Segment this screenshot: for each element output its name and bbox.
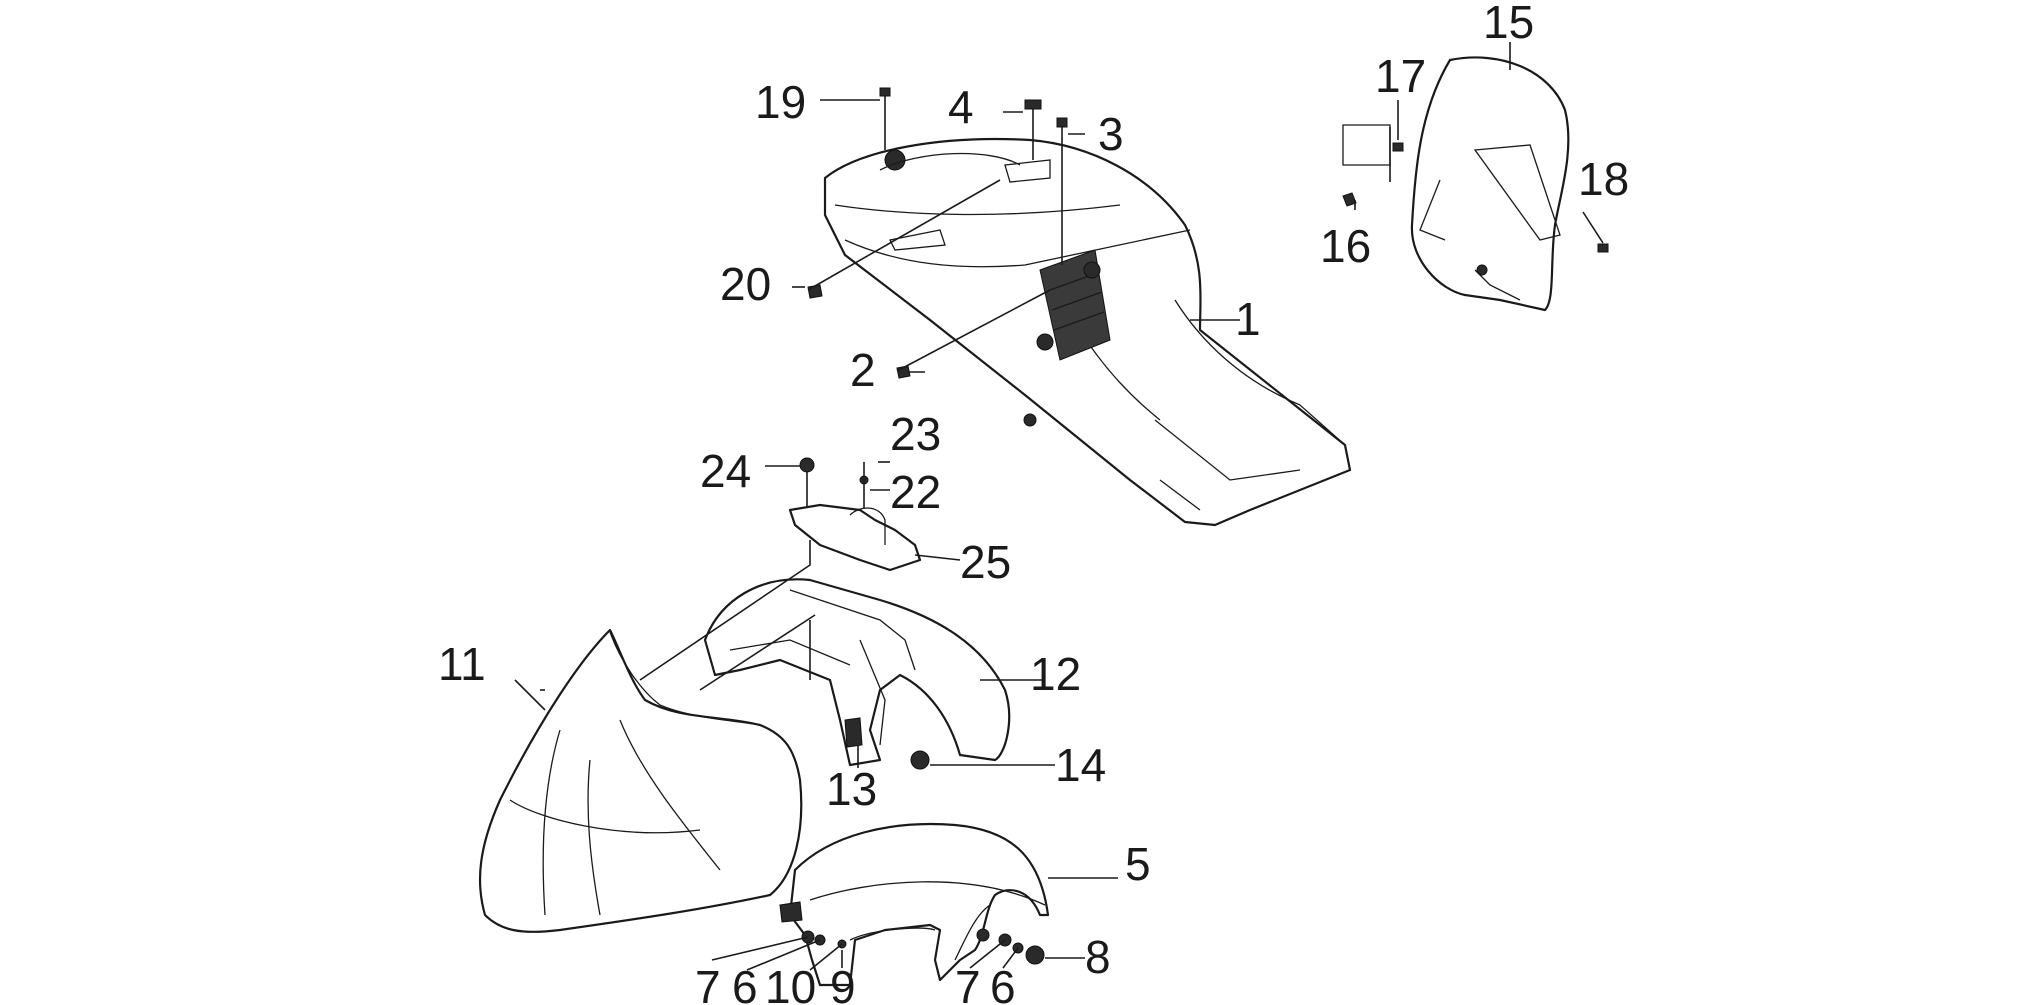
callout-23: 23 <box>890 408 941 460</box>
callout-15: 15 <box>1483 0 1534 48</box>
callout-7b: 7 <box>955 961 981 1005</box>
callout-11: 11 <box>438 638 486 690</box>
callout-10: 10 <box>765 961 816 1005</box>
callout-16: 16 <box>1320 220 1371 272</box>
part-25-bracket <box>788 457 922 572</box>
callout-6a: 6 <box>732 961 758 1005</box>
callout-22: 22 <box>890 466 941 518</box>
callout-18: 18 <box>1578 153 1629 205</box>
part-15-rear-piece <box>1410 56 1570 312</box>
callout-6b: 6 <box>990 961 1016 1005</box>
part-5-front-fender <box>779 822 1050 987</box>
callout-2: 2 <box>850 344 876 396</box>
callout-19: 19 <box>755 76 806 128</box>
callouts: 1 2 3 4 5 6 6 7 7 8 9 10 11 12 13 14 15 … <box>438 0 1629 1005</box>
callout-14: 14 <box>1055 739 1106 791</box>
callout-9: 9 <box>830 961 856 1005</box>
part-12-fender-mount <box>703 578 1011 770</box>
part-11-nose-cover <box>478 628 803 933</box>
callout-12: 12 <box>1030 648 1081 700</box>
callout-25: 25 <box>960 536 1011 588</box>
callout-7a: 7 <box>695 961 721 1005</box>
callout-13: 13 <box>826 763 877 815</box>
part-15-hardware <box>1342 124 1609 253</box>
assembly-guide-lines <box>639 179 1051 691</box>
part-1-leg-shield <box>823 137 1352 527</box>
callout-24: 24 <box>700 445 751 497</box>
callout-3: 3 <box>1098 108 1124 160</box>
callout-4: 4 <box>948 81 974 133</box>
callout-17: 17 <box>1375 50 1426 102</box>
upper-hardware <box>807 87 1068 379</box>
callout-5: 5 <box>1125 838 1151 890</box>
callout-20: 20 <box>720 258 771 310</box>
callout-8: 8 <box>1085 931 1111 983</box>
leader-lines <box>514 42 1604 971</box>
callout-1: 1 <box>1235 293 1261 345</box>
